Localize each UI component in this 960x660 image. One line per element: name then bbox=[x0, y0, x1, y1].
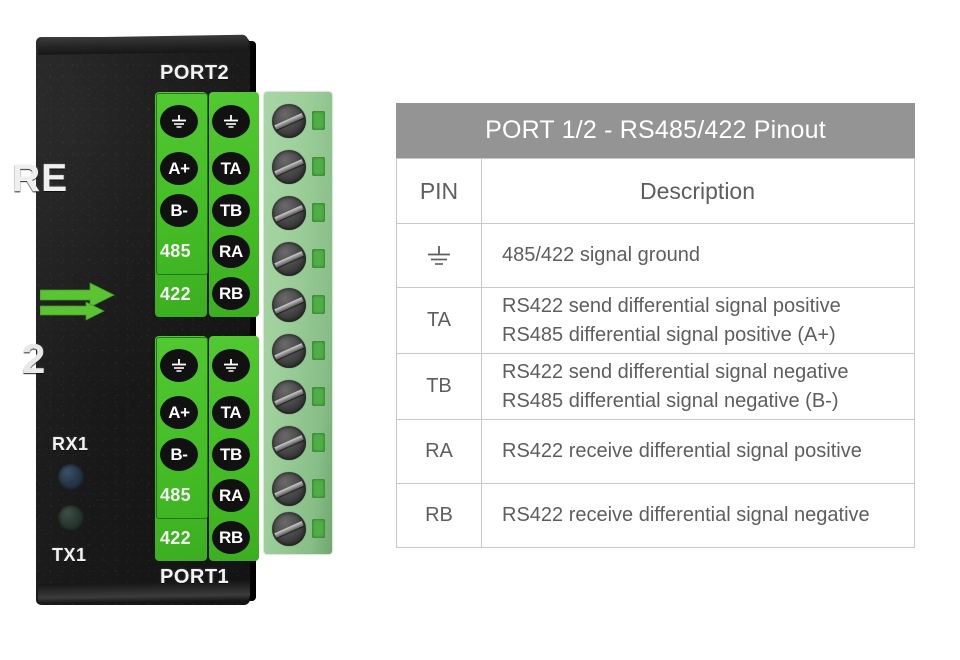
port1-pin-rb: RB bbox=[212, 521, 250, 554]
rx1-label: RX1 bbox=[52, 434, 89, 454]
device-model-text: 2 bbox=[22, 335, 46, 382]
port1-pin-aplus: A+ bbox=[160, 396, 198, 429]
cell-pin-tb: TB bbox=[396, 353, 482, 420]
terminal-wire-slot bbox=[312, 203, 325, 222]
slotted-screw-icon bbox=[272, 426, 306, 460]
cell-description: RS422 receive differential signal negati… bbox=[481, 483, 915, 548]
table-row: TB RS422 send differential signal negati… bbox=[396, 353, 915, 420]
slotted-screw-icon bbox=[272, 380, 306, 414]
terminal-wire-slot bbox=[312, 111, 325, 130]
port1-pin-ground-left bbox=[160, 349, 198, 382]
port2-label-485: 485 bbox=[160, 241, 191, 261]
slotted-screw-icon bbox=[272, 512, 306, 546]
column-header-description: Description bbox=[481, 158, 915, 224]
port1-label-485: 485 bbox=[160, 485, 191, 505]
port2-pin-tb: TB bbox=[212, 194, 250, 227]
port1-pin-tb: TB bbox=[212, 438, 250, 471]
device-photo: RE 2 RX1 TX1 PORT2 A+ TA B- TB 4 bbox=[0, 0, 390, 660]
port2-pin-rb: RB bbox=[212, 277, 250, 310]
device-top-bevel bbox=[38, 34, 248, 55]
ground-icon bbox=[172, 359, 186, 372]
cell-description: 485/422 signal ground bbox=[481, 223, 915, 288]
ground-icon bbox=[224, 359, 238, 372]
description-line: RS422 send differential signal negative bbox=[502, 361, 849, 384]
terminal-wire-slot bbox=[312, 479, 325, 498]
port1-pin-ground-right bbox=[212, 349, 250, 382]
port1-pin-ta: TA bbox=[212, 396, 250, 429]
slotted-screw-icon bbox=[272, 472, 306, 506]
description-line: RS485 differential signal positive (A+) bbox=[502, 323, 836, 346]
terminal-wire-slot bbox=[312, 433, 325, 452]
description-line: RS422 send differential signal positive bbox=[502, 295, 841, 318]
double-right-arrow-icon bbox=[39, 282, 120, 324]
slotted-screw-icon bbox=[272, 288, 306, 322]
screw-terminal-block bbox=[264, 92, 332, 554]
cell-description: RS422 send differential signal negative … bbox=[481, 353, 915, 420]
terminal-wire-slot bbox=[312, 387, 325, 406]
port2-pin-bminus: B- bbox=[160, 194, 198, 227]
slotted-screw-icon bbox=[272, 150, 306, 184]
cell-description: RS422 receive differential signal positi… bbox=[481, 419, 915, 484]
port2-pin-ra: RA bbox=[212, 235, 250, 268]
terminal-wire-slot bbox=[312, 295, 325, 314]
port1-label-422: 422 bbox=[160, 528, 191, 548]
port2-pin-ground-right bbox=[212, 105, 250, 138]
port1-pin-bminus: B- bbox=[160, 438, 198, 471]
description-line: RS485 differential signal negative (B-) bbox=[502, 389, 839, 412]
slotted-screw-icon bbox=[272, 104, 306, 138]
tx1-led-indicator bbox=[58, 505, 84, 531]
terminal-wire-slot bbox=[312, 341, 325, 360]
terminal-wire-slot bbox=[312, 157, 325, 176]
pinout-table: PORT 1/2 - RS485/422 Pinout PIN Descript… bbox=[396, 103, 915, 548]
terminal-wire-slot bbox=[312, 249, 325, 268]
device-brand-text: RE bbox=[12, 157, 69, 200]
ground-icon bbox=[428, 246, 450, 265]
cell-pin-ra: RA bbox=[396, 419, 482, 484]
slotted-screw-icon bbox=[272, 196, 306, 230]
description-line: 485/422 signal ground bbox=[502, 244, 700, 267]
pinout-table-grid: PIN Description 485/422 signal ground bbox=[396, 158, 915, 548]
port1-pin-ra: RA bbox=[212, 479, 250, 512]
port2-pin-ground-left bbox=[160, 105, 198, 138]
table-column-header-row: PIN Description bbox=[396, 158, 915, 224]
cell-pin-ta: TA bbox=[396, 287, 482, 354]
ground-icon bbox=[172, 115, 186, 128]
description-line: RS422 receive differential signal positi… bbox=[502, 440, 862, 463]
table-title: PORT 1/2 - RS485/422 Pinout bbox=[485, 116, 826, 144]
cell-description: RS422 send differential signal positive … bbox=[481, 287, 915, 354]
cell-pin-ground bbox=[396, 223, 482, 288]
table-row: TA RS422 send differential signal positi… bbox=[396, 287, 915, 354]
slotted-screw-icon bbox=[272, 334, 306, 368]
table-row: 485/422 signal ground bbox=[396, 223, 915, 288]
description-line: RS422 receive differential signal negati… bbox=[502, 504, 870, 527]
ground-icon bbox=[224, 115, 238, 128]
tx1-label: TX1 bbox=[52, 545, 87, 565]
port2-pin-aplus: A+ bbox=[160, 152, 198, 185]
cell-pin-rb: RB bbox=[396, 483, 482, 548]
port2-label: PORT2 bbox=[160, 62, 230, 84]
terminal-wire-slot bbox=[312, 519, 325, 538]
column-header-pin: PIN bbox=[396, 158, 482, 224]
port2-pin-ta: TA bbox=[212, 152, 250, 185]
table-row: RA RS422 receive differential signal pos… bbox=[396, 419, 915, 484]
slotted-screw-icon bbox=[272, 242, 306, 276]
table-title-bar: PORT 1/2 - RS485/422 Pinout bbox=[396, 103, 915, 158]
port1-label: PORT1 bbox=[160, 566, 230, 588]
table-row: RB RS422 receive differential signal neg… bbox=[396, 483, 915, 548]
port2-label-422: 422 bbox=[160, 284, 191, 304]
rx1-led-indicator bbox=[58, 464, 84, 490]
